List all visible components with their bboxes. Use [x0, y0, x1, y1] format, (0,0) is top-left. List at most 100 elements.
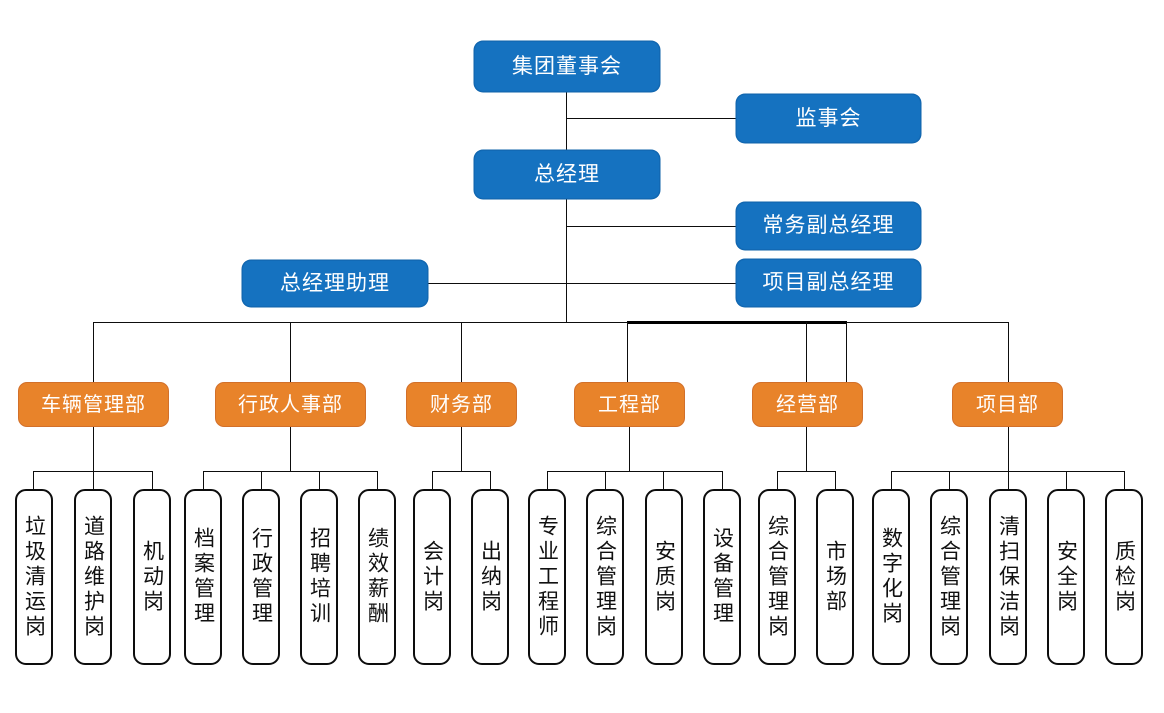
- department-bus-left: [93, 322, 628, 323]
- leaf-archive-management[interactable]: 档案管理: [184, 489, 222, 665]
- leaf-cashier-label: 出纳岗: [478, 539, 503, 615]
- connector-bus-to-operations: [806, 322, 807, 382]
- connector-finance-bus: [432, 471, 491, 472]
- leaf-market-department-label: 市场部: [823, 539, 848, 615]
- node-department-finance[interactable]: 财务部: [406, 382, 517, 427]
- leaf-prj-general-management[interactable]: 综合管理岗: [930, 489, 968, 665]
- leaf-accounting-label: 会计岗: [420, 539, 445, 615]
- leaf-safety-quality-label: 安质岗: [652, 539, 677, 615]
- leaf-digitalization[interactable]: 数字化岗: [872, 489, 910, 665]
- node-supervisory-board-label: 监事会: [795, 106, 862, 130]
- connector-engineering-down: [629, 427, 630, 472]
- node-exec-vice-gm[interactable]: 常务副总经理: [736, 202, 921, 250]
- connector-project-leaf5: [1124, 471, 1125, 491]
- connector-vehicle-down: [93, 427, 94, 472]
- connector-bus-to-project: [1008, 322, 1009, 382]
- leaf-performance-salary-label: 绩效薪酬: [365, 527, 390, 627]
- leaf-performance-salary[interactable]: 绩效薪酬: [358, 489, 396, 665]
- node-exec-vice-gm-label: 常务副总经理: [762, 214, 895, 238]
- connector-project-leaf1: [891, 471, 892, 491]
- node-project-vice-gm[interactable]: 项目副总经理: [736, 259, 921, 307]
- leaf-market-department[interactable]: 市场部: [816, 489, 854, 665]
- node-department-project-label: 项目部: [976, 393, 1039, 416]
- connector-operations-leaf1: [777, 471, 778, 491]
- leaf-safety-label: 安全岗: [1054, 539, 1079, 615]
- leaf-safety-quality[interactable]: 安质岗: [645, 489, 683, 665]
- node-department-engineering-label: 工程部: [598, 393, 661, 416]
- leaf-mobile-vehicle-label: 机动岗: [140, 539, 165, 615]
- leaf-eng-general-management-label: 综合管理岗: [593, 514, 618, 640]
- connector-gm-to-supervisory: [566, 118, 737, 119]
- connector-operations-down: [806, 427, 807, 472]
- connector-engineering-bus: [547, 471, 722, 472]
- leaf-eng-general-management[interactable]: 综合管理岗: [586, 489, 624, 665]
- leaf-accounting[interactable]: 会计岗: [413, 489, 451, 665]
- leaf-recruit-training-label: 招聘培训: [307, 527, 332, 627]
- leaf-ops-general-management-label: 综合管理岗: [765, 514, 790, 640]
- leaf-road-maintenance[interactable]: 道路维护岗: [74, 489, 112, 665]
- leaf-ops-general-management[interactable]: 综合管理岗: [758, 489, 796, 665]
- node-department-admin-hr[interactable]: 行政人事部: [215, 382, 366, 427]
- connector-engineering-leaf4: [722, 471, 723, 491]
- node-department-engineering[interactable]: 工程部: [574, 382, 685, 427]
- leaf-quality-inspection[interactable]: 质检岗: [1105, 489, 1143, 665]
- connector-board-to-gm: [566, 91, 567, 151]
- node-department-vehicle-management-label: 车辆管理部: [41, 393, 146, 416]
- node-department-finance-label: 财务部: [430, 393, 493, 416]
- leaf-admin-management-label: 行政管理: [249, 527, 274, 627]
- leaf-equipment-management-label: 设备管理: [710, 527, 735, 627]
- node-gm-assistant-label: 总经理助理: [280, 271, 390, 295]
- node-supervisory-board[interactable]: 监事会: [736, 94, 921, 143]
- department-bus-center: [627, 321, 847, 324]
- connector-engineering-leaf3: [663, 471, 664, 491]
- connector-gm-to-exec-vice: [566, 226, 737, 227]
- connector-bus-to-engineering: [846, 322, 847, 382]
- connector-vehicle-leaf1: [33, 471, 34, 491]
- node-department-operations[interactable]: 经营部: [752, 382, 863, 427]
- leaf-professional-engineer-label: 专业工程师: [535, 514, 560, 640]
- leaf-safety[interactable]: 安全岗: [1047, 489, 1085, 665]
- connector-bus-to-finance-col: [461, 322, 462, 382]
- node-department-operations-label: 经营部: [776, 393, 839, 416]
- connector-gm-down: [566, 198, 567, 323]
- connector-engineering-leaf1: [547, 471, 548, 491]
- connector-gm-to-project-vice: [566, 283, 737, 284]
- node-board-label: 集团董事会: [512, 54, 622, 78]
- leaf-road-maintenance-label: 道路维护岗: [81, 514, 106, 640]
- leaf-equipment-management[interactable]: 设备管理: [703, 489, 741, 665]
- node-general-manager-label: 总经理: [534, 162, 600, 186]
- connector-finance-down: [461, 427, 462, 472]
- leaf-professional-engineer[interactable]: 专业工程师: [528, 489, 566, 665]
- connector-adminhr-bus: [203, 471, 378, 472]
- leaf-waste-transport[interactable]: 垃圾清运岗: [15, 489, 53, 665]
- connector-operations-leaf2: [835, 471, 836, 491]
- leaf-archive-management-label: 档案管理: [191, 527, 216, 627]
- connector-project-leaf4: [1066, 471, 1067, 491]
- node-general-manager[interactable]: 总经理: [474, 150, 660, 199]
- leaf-cleaning-sanitation-label: 清扫保洁岗: [996, 514, 1021, 640]
- connector-adminhr-leaf4: [377, 471, 378, 491]
- leaf-mobile-vehicle[interactable]: 机动岗: [133, 489, 171, 665]
- connector-adminhr-leaf1: [203, 471, 204, 491]
- leaf-cleaning-sanitation[interactable]: 清扫保洁岗: [989, 489, 1027, 665]
- leaf-recruit-training[interactable]: 招聘培训: [300, 489, 338, 665]
- connector-adminhr-leaf3: [319, 471, 320, 491]
- leaf-prj-general-management-label: 综合管理岗: [937, 514, 962, 640]
- connector-project-down: [1008, 427, 1009, 472]
- connector-adminhr-down: [290, 427, 291, 472]
- connector-project-leaf2: [949, 471, 950, 491]
- node-department-admin-hr-label: 行政人事部: [238, 393, 343, 416]
- leaf-admin-management[interactable]: 行政管理: [242, 489, 280, 665]
- node-project-vice-gm-label: 项目副总经理: [762, 271, 895, 295]
- node-department-vehicle-management[interactable]: 车辆管理部: [18, 382, 169, 427]
- node-department-project[interactable]: 项目部: [952, 382, 1063, 427]
- connector-vehicle-leaf2: [93, 471, 94, 491]
- node-board[interactable]: 集团董事会: [474, 41, 660, 92]
- node-gm-assistant[interactable]: 总经理助理: [242, 260, 428, 307]
- connector-adminhr-leaf2: [261, 471, 262, 491]
- connector-operations-bus: [777, 471, 836, 472]
- connector-bus-to-admin-hr: [290, 322, 291, 382]
- connector-engineering-leaf2: [605, 471, 606, 491]
- leaf-cashier[interactable]: 出纳岗: [471, 489, 509, 665]
